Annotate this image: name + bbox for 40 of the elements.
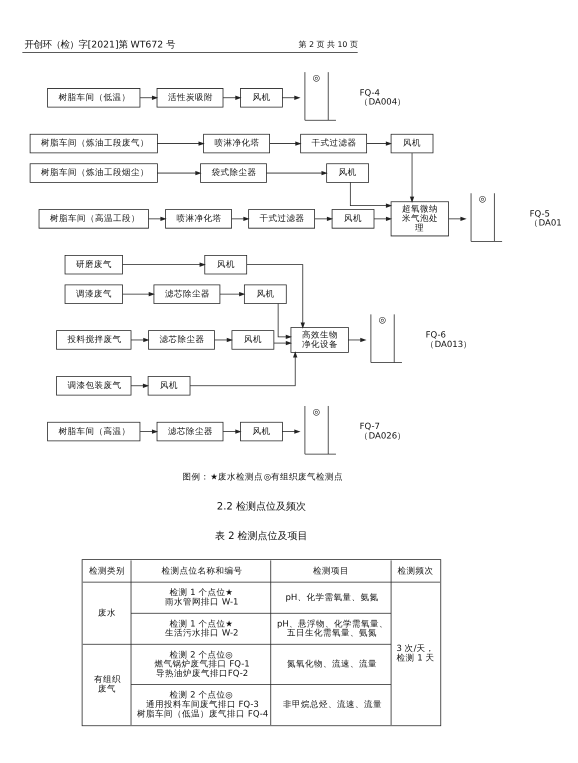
label: 检测点位名称和编号 — [161, 566, 242, 576]
label: 2.2 检测点位及频次 — [216, 502, 306, 513]
node-label: （DA01 — [530, 218, 562, 229]
label: 第 2 页 共 10 页 — [298, 40, 358, 49]
node-label: FQ-7 — [360, 422, 380, 432]
node-label: FQ-5 — [530, 209, 550, 220]
node-label: （DA004） — [360, 98, 406, 108]
node-label: FQ-6 — [426, 330, 446, 340]
label: 检测 2 个点位◎ — [169, 650, 233, 660]
label: 雨水管网排口 W-1 — [165, 598, 238, 608]
label: 检测 1 个点位★ — [169, 588, 233, 598]
label: 检测 1 个点位★ — [169, 619, 233, 630]
node-text: ◎ — [312, 407, 320, 418]
label: 检测频次 — [398, 566, 434, 576]
label: 有组织废气 — [94, 675, 121, 694]
label: 通用投料车间废气排口 FQ-3 — [146, 700, 259, 710]
node-label: （DA026） — [360, 431, 406, 442]
legend-label: ★废水检测点 — [210, 472, 263, 483]
label: 非甲烷总烃、流速、流量 — [282, 700, 382, 710]
node-text: ◎ — [312, 74, 320, 84]
label: 导热油炉废气排口FQ-2 — [156, 668, 248, 679]
label: 生活污水排口 W-2 — [165, 628, 238, 639]
label: 树脂车间（低温）废气排口 FQ-4 — [137, 709, 268, 720]
label: 废水 — [98, 608, 116, 618]
label: 燃气锅炉废气排口 FQ-1 — [154, 660, 250, 670]
legend-label: ◎有组织废气检测点 — [264, 472, 344, 483]
node-text: ◎ — [478, 194, 486, 205]
label: 表 2 检测点位及项目 — [214, 531, 308, 542]
label: 氮氧化物、流速、流量 — [287, 660, 378, 670]
label: pH、化学需氧量、氨氮 — [286, 592, 378, 603]
node-text: ◎ — [378, 316, 386, 326]
label: 检测 2 个点位◎ — [169, 690, 233, 701]
node-label: FQ-4 — [360, 88, 380, 98]
label: 检测项目 — [313, 566, 350, 576]
label: 开创环（检）字[2021]第 WT672 号 — [24, 39, 176, 50]
label: 图例： — [182, 472, 210, 483]
label: 3 次/天，检测 1 天 — [396, 644, 435, 664]
label: pH、悬浮物、化学需氧量、五日生化需氧量、氨氮 — [276, 619, 388, 639]
node-label: （DA013） — [426, 340, 472, 350]
label: 检测类别 — [89, 566, 126, 576]
